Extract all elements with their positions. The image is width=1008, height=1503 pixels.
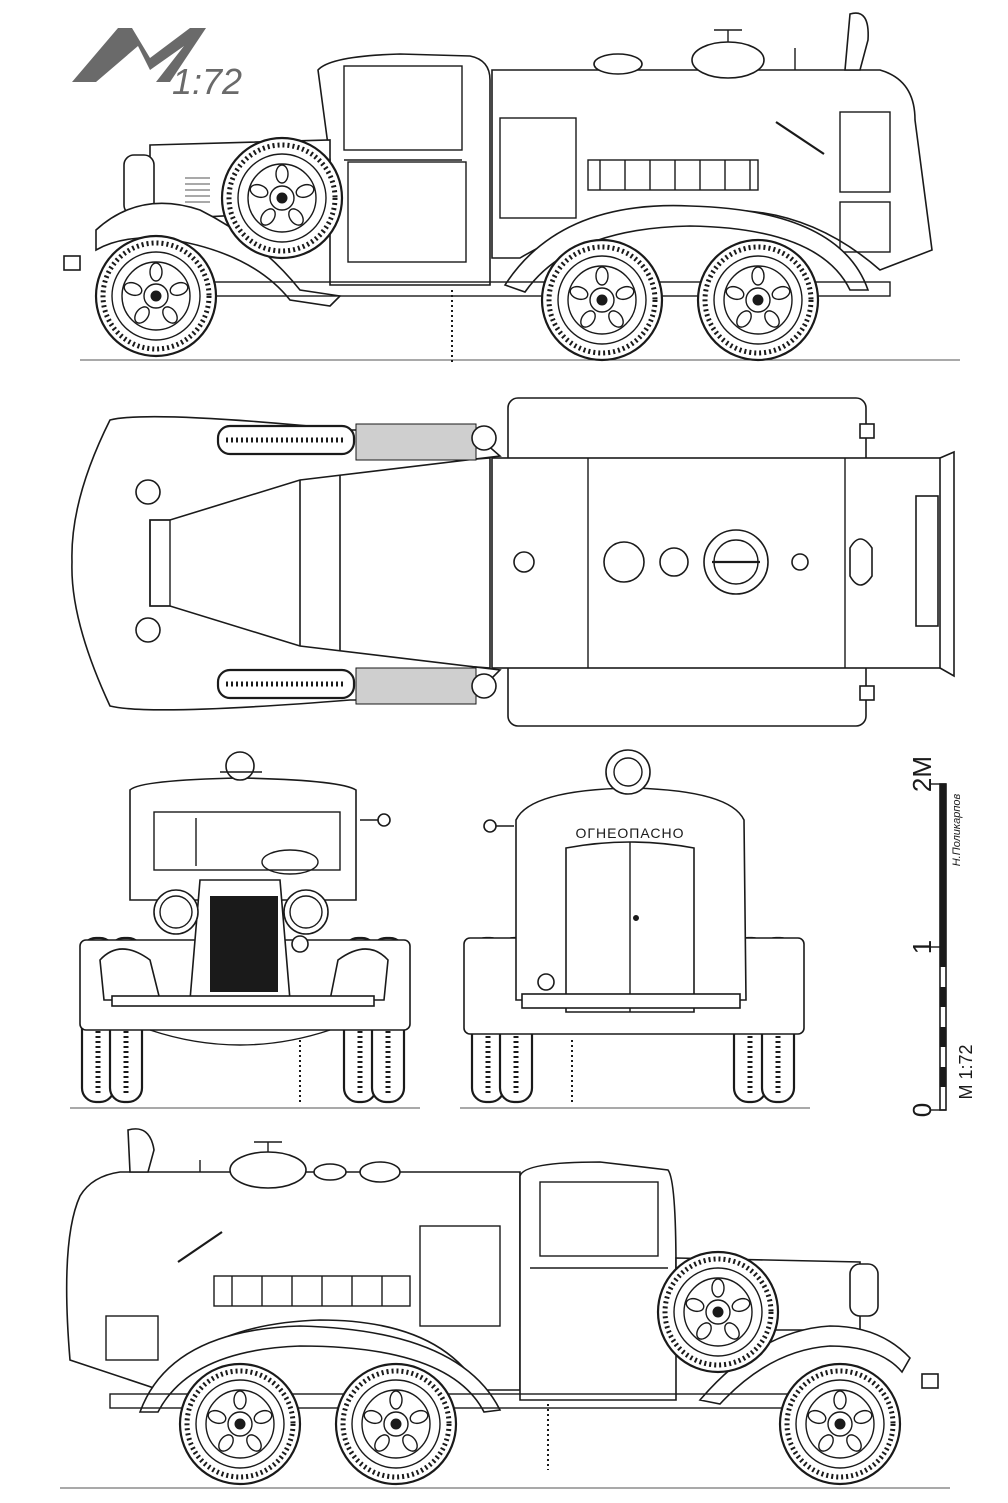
spare-wheel	[222, 138, 342, 258]
spare-tyre-top-left	[218, 426, 354, 454]
author-credit: Н.Поликарпов	[951, 793, 963, 866]
logo: M 1:72	[0, 0, 242, 102]
logo-letter: M	[0, 0, 1, 1]
scale-segment-dark	[940, 784, 946, 947]
cab	[317, 53, 491, 286]
scale-bar: 0 1 2M M 1:72 Н.Поликарпов	[907, 756, 976, 1117]
spare-wheel-right	[658, 1252, 778, 1372]
rear-wheel-right-2	[336, 1364, 456, 1484]
front-wheel-right	[780, 1364, 900, 1484]
logo-mark	[72, 28, 206, 82]
tank-body-right	[65, 1171, 521, 1391]
logo-scale: 1:72	[172, 61, 242, 102]
scale-tick-1: 1	[907, 940, 937, 954]
scale-caption: M 1:72	[956, 1044, 976, 1099]
side-view-right	[60, 1128, 950, 1489]
front-wheel	[96, 236, 216, 356]
scale-tick-0: 0	[907, 1103, 937, 1117]
spare-tyre-top-right	[218, 670, 354, 698]
front-view	[70, 751, 420, 1109]
rear-wheel-1	[542, 240, 662, 360]
top-view	[71, 397, 955, 727]
rear-door-lettering: ОГНЕОПАСНО	[575, 825, 684, 841]
rear-wheel-right-1	[180, 1364, 300, 1484]
rear-view: ОГНЕОПАСНО	[460, 749, 810, 1109]
side-view-left	[63, 12, 960, 362]
cab-right	[519, 1161, 677, 1401]
rear-wheel-2	[698, 240, 818, 360]
scale-tick-2: 2M	[907, 756, 937, 792]
